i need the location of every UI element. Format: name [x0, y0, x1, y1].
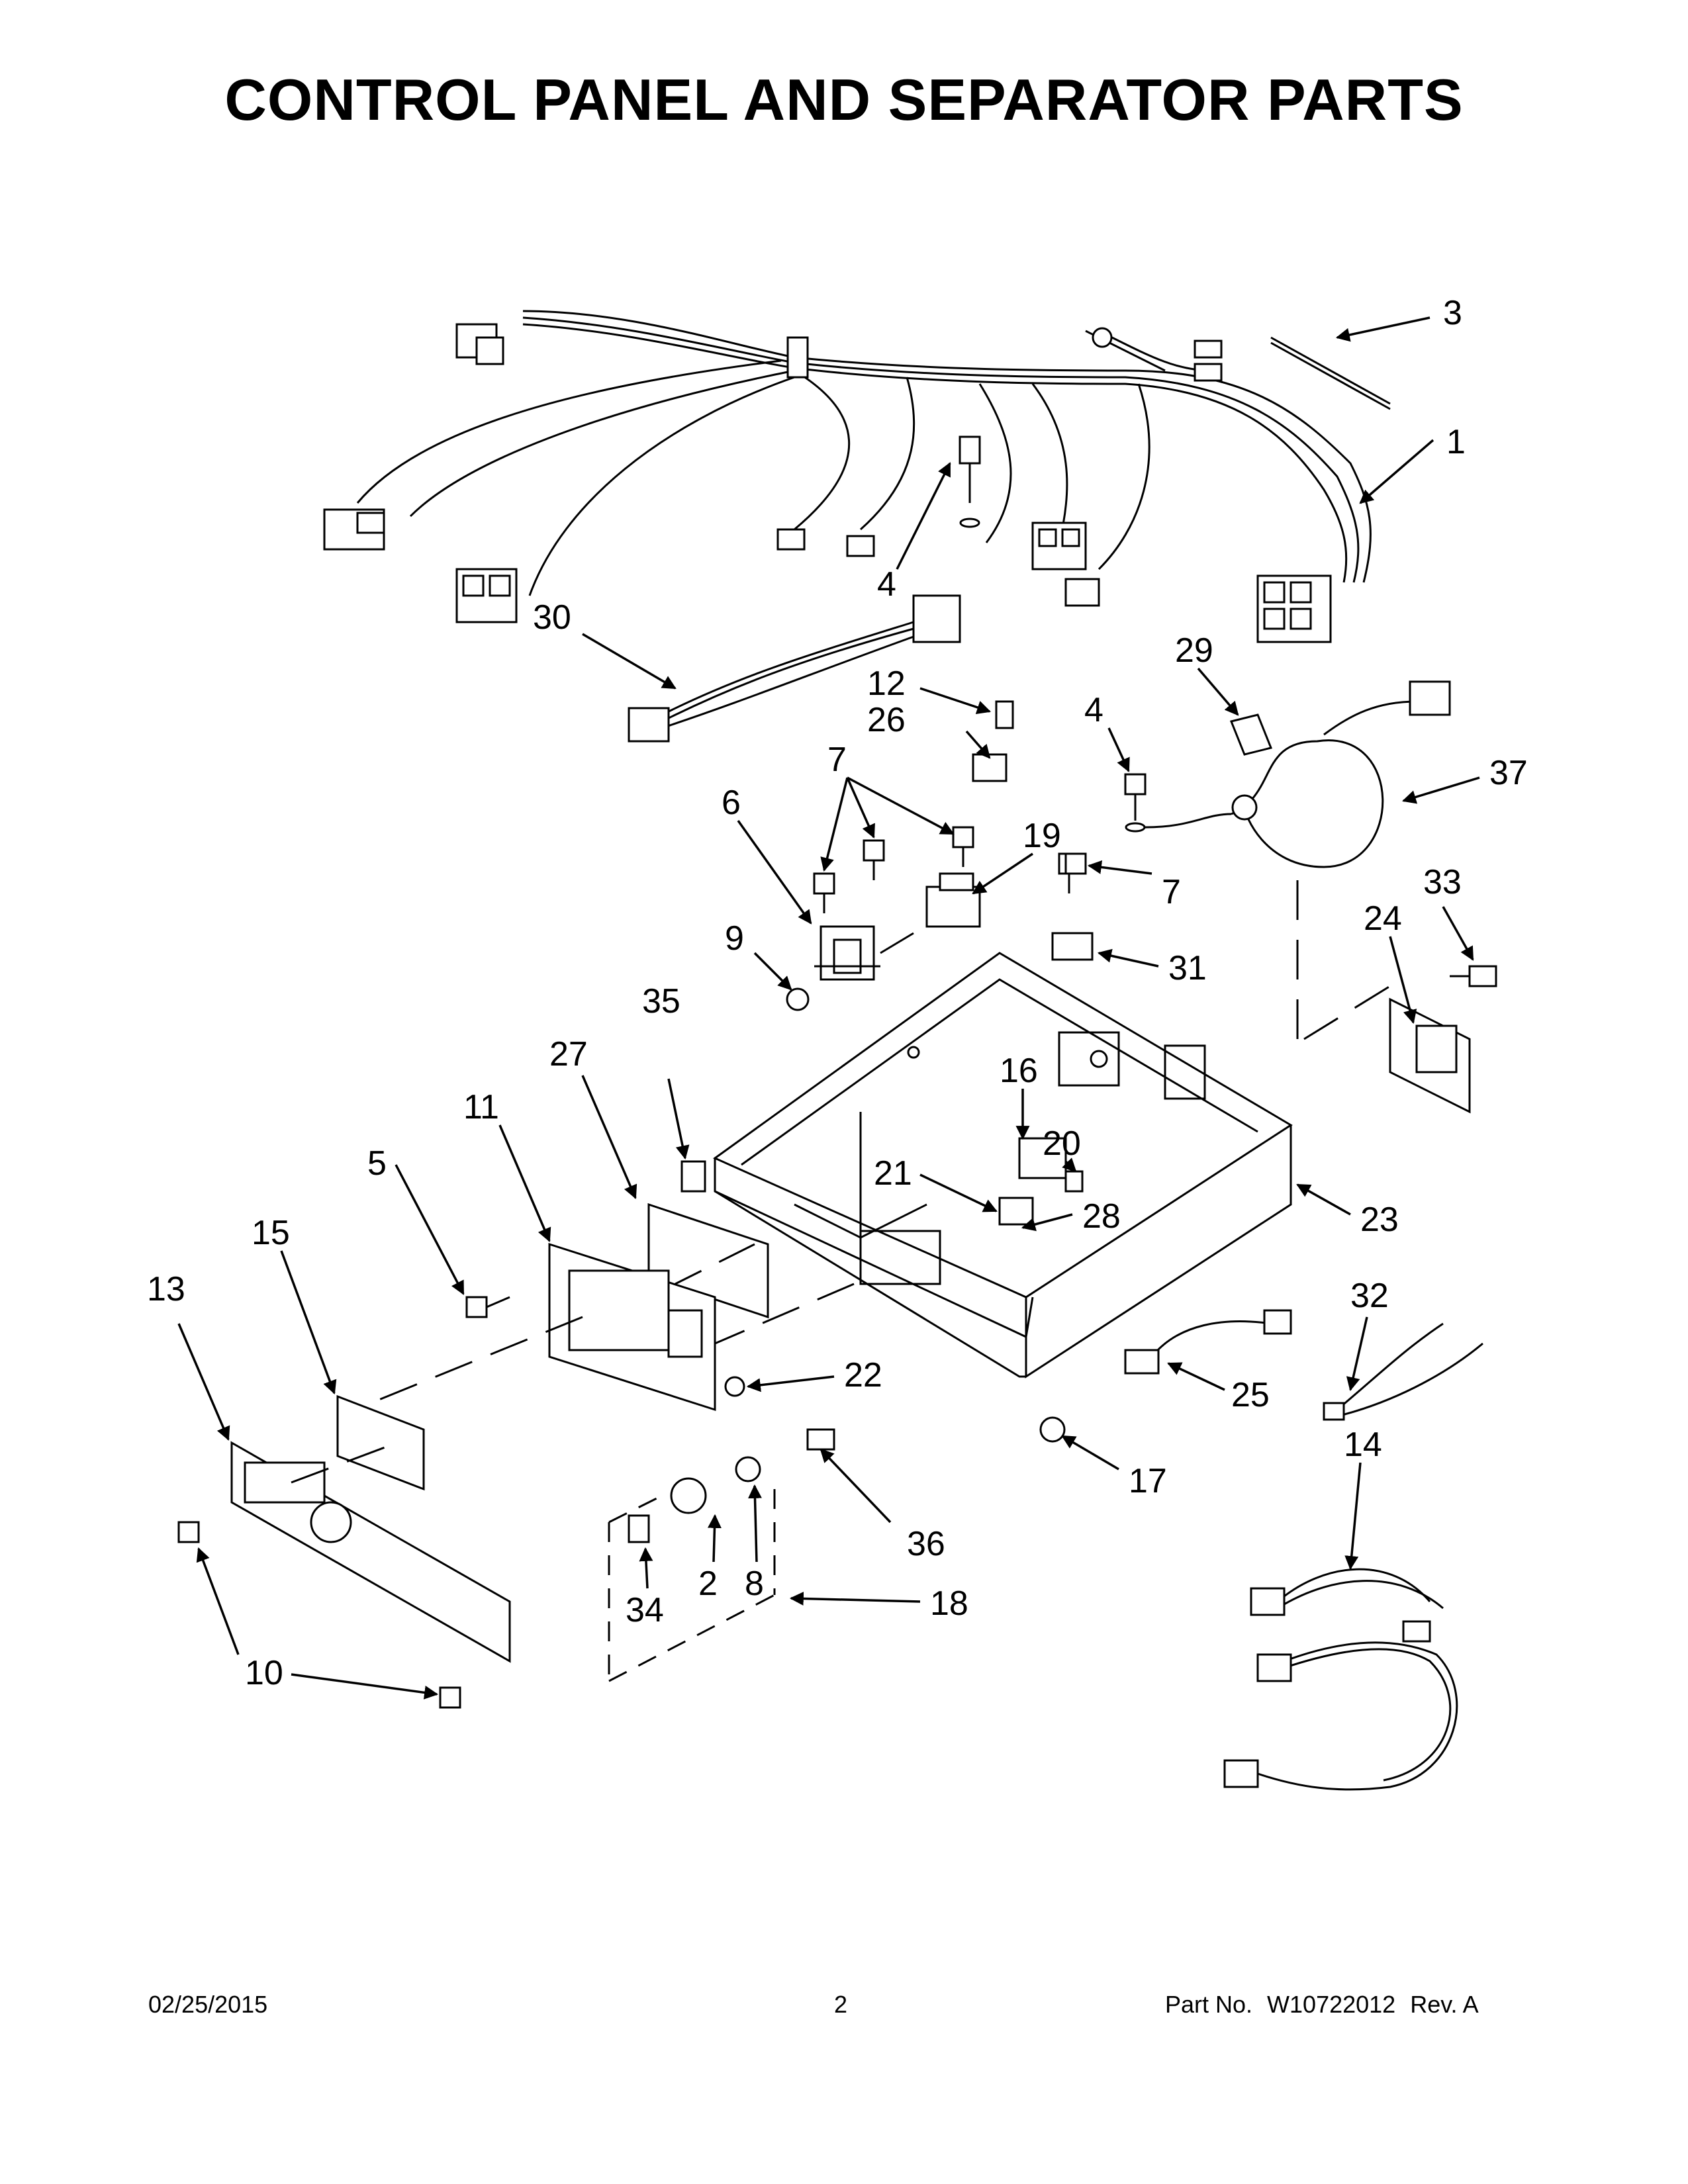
spacer-35	[680, 1160, 706, 1193]
callout-35: 35	[642, 982, 680, 1021]
harness-14	[1223, 1568, 1458, 1791]
harness-connectors	[323, 323, 1332, 643]
callout-22: 22	[844, 1356, 882, 1394]
callout-17: 17	[1129, 1462, 1167, 1500]
callout-21: 21	[874, 1154, 912, 1193]
wire-25	[1124, 1309, 1292, 1375]
transformer	[814, 925, 880, 981]
callout-23: 23	[1360, 1201, 1399, 1239]
callout-27: 27	[549, 1035, 588, 1073]
callout-13: 13	[147, 1270, 185, 1308]
callout-36: 36	[907, 1525, 945, 1563]
ground-screw	[1124, 773, 1232, 833]
callout-5: 5	[367, 1144, 387, 1183]
key-lock-18	[608, 1376, 835, 1682]
part-number: W10722012	[1267, 1991, 1396, 2018]
callout-26: 26	[867, 701, 906, 739]
part-label: Part No.	[1165, 1991, 1253, 2018]
callout-24: 24	[1364, 899, 1402, 938]
callout-25: 25	[1231, 1376, 1270, 1414]
screw-5	[465, 1296, 510, 1318]
callout-7: 7	[827, 741, 847, 779]
callout-6: 6	[722, 784, 741, 822]
relay	[925, 872, 981, 928]
separator-base	[713, 952, 1293, 1379]
callout-16: 16	[1000, 1052, 1038, 1090]
callout-9: 9	[725, 919, 744, 958]
harness-30	[628, 594, 961, 743]
callout-8: 8	[745, 1565, 764, 1603]
callout-31: 31	[1168, 949, 1207, 987]
wire-32	[1323, 1322, 1483, 1421]
callout-labels: 1 2 3 4 4 5 6 7 7 8 9 10 11 12 13 14 15 …	[147, 294, 1528, 1692]
screws-10	[177, 1521, 461, 1709]
alignment-lines	[291, 880, 1391, 1484]
callout-10: 10	[245, 1654, 283, 1692]
console-11	[548, 1242, 716, 1412]
switch-31	[1051, 852, 1094, 961]
display-board-15	[336, 1394, 425, 1491]
leader-arrows	[177, 316, 1480, 1700]
callout-4b: 4	[1084, 691, 1103, 729]
footer-page-number: 2	[834, 1991, 848, 2018]
switch-assembly	[998, 1137, 1084, 1226]
panel-plate-27	[647, 1203, 769, 1319]
callout-11: 11	[463, 1088, 499, 1126]
callout-19: 19	[1023, 817, 1061, 855]
revision: Rev. A	[1410, 1991, 1479, 2018]
callout-28: 28	[1082, 1197, 1121, 1236]
front-panel-13	[230, 1441, 511, 1663]
wire-harness	[356, 310, 1372, 596]
screw-4-upper	[959, 435, 981, 528]
callout-3: 3	[1443, 294, 1462, 332]
callout-33: 33	[1423, 863, 1462, 901]
cord-clip	[1229, 713, 1273, 756]
power-cord	[1231, 680, 1451, 868]
callout-12: 12	[867, 664, 906, 703]
callout-37: 37	[1489, 754, 1528, 792]
callout-15: 15	[252, 1214, 290, 1252]
switch-26	[972, 700, 1014, 782]
knob-9	[786, 987, 810, 1011]
callout-20: 20	[1043, 1124, 1081, 1163]
callout-32: 32	[1350, 1277, 1389, 1315]
callout-29: 29	[1175, 631, 1213, 670]
callout-4: 4	[877, 565, 896, 604]
callout-34: 34	[626, 1591, 664, 1629]
callout-30: 30	[533, 598, 571, 637]
callout-7b: 7	[1162, 873, 1181, 911]
bracket-24	[1389, 965, 1497, 1114]
tie-strap	[1270, 336, 1391, 410]
callout-2: 2	[698, 1565, 718, 1603]
footer-part-number: Part No. W10722012 Rev. A	[1165, 1991, 1493, 2019]
foot-17	[1039, 1416, 1066, 1443]
callout-18: 18	[930, 1584, 968, 1623]
page-title: CONTROL PANEL AND SEPARATOR PARTS	[224, 67, 1464, 132]
footer-date: 02/25/2015	[148, 1991, 268, 2018]
callout-14: 14	[1344, 1426, 1382, 1464]
callout-1: 1	[1446, 423, 1466, 461]
